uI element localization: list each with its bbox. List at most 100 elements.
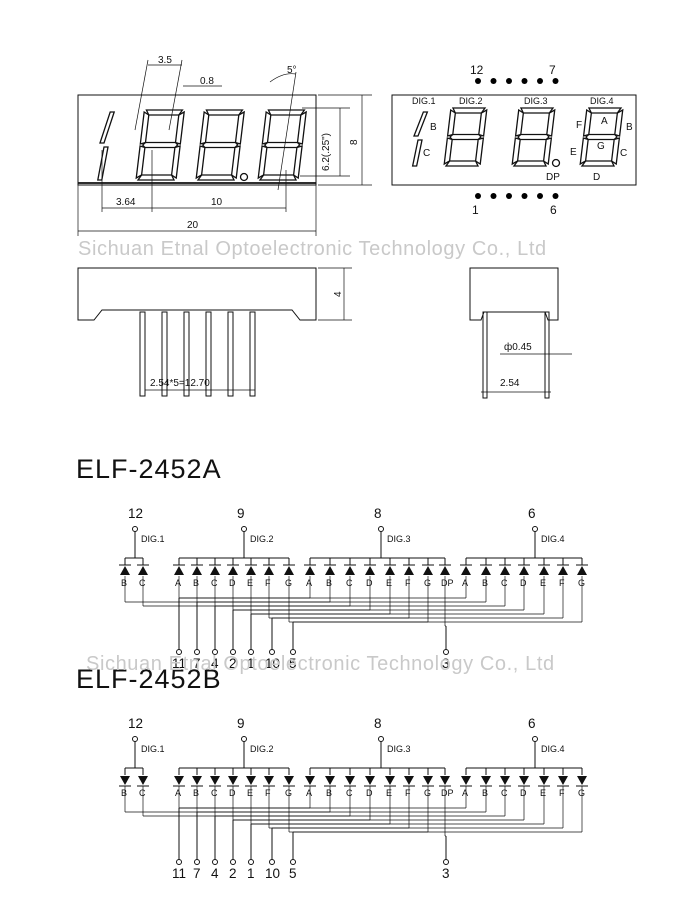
seg-label-f: F [576,120,582,131]
schematic-b-seg-label-14: F [405,788,411,798]
schematic-a-diode-9 [305,566,315,575]
seg-label-g: G [597,141,605,152]
schematic-a-diode-17 [461,566,471,575]
schematic-b-seg-label-20: D [520,788,527,798]
schematic-a-seg-label-0: B [121,578,127,588]
schematic-b-pin-node-0 [176,859,182,865]
schematic-a-common-pin-2: 9 [237,506,245,521]
pin-dot-bottom-5 [537,193,543,199]
pinout-digit-4-seg-c [610,137,621,166]
pinout-digit-2-seg-g [449,133,482,141]
schematic-a-pin-4: 1 [247,656,255,671]
schematic-b-common-node-2 [241,736,247,742]
pin-bottom-right: 6 [550,203,557,217]
schematic-a-dig-label-2: DIG.2 [250,534,274,544]
pinout-digit-4-seg-b [614,108,624,137]
schematic-a-pin-node-3 [230,649,236,655]
seg-label-d: D [593,172,600,183]
schematic-a-pin-3: 2 [229,656,237,671]
front-digit-3-seg-d [196,174,236,181]
schematic-b-seg-label-7: F [265,788,271,798]
pin-dot-top-3 [506,78,512,84]
schematic-b-common-pin-4: 6 [528,716,536,731]
pinout-view: 12 7 1 6 DIG.1 DIG.2 DIG.3 DIG.4 B C A B… [391,63,637,217]
schematic-a-diode-8 [284,566,294,575]
front-digit-3-seg-a [205,109,244,116]
schematic-b-diode-18 [481,776,491,785]
schematic-b-diode-23 [577,776,587,785]
pinout-digit-3-seg-b [546,108,556,137]
schematic-a-pin-5: 10 [265,656,280,671]
schematic-a-seg-label-16: DP [441,578,454,588]
schematic-b-seg-label-6: E [247,788,253,798]
schematic-b-common-node-3 [378,736,384,742]
pin-dig-4: DIG.4 [590,96,614,106]
schematic-a-pin-7: 3 [442,656,450,671]
schematic-a-diode-10 [325,566,335,575]
schematic-b-title: ELF-2452B [76,664,222,694]
schematic-b-diode-5 [228,776,238,785]
seg-label-c2: C [620,148,627,159]
pinout-digit-2-seg-c [474,137,485,166]
dim-span: 10 [211,197,223,208]
schematic-a-diode-21 [539,566,549,575]
dim-gap: 0.8 [200,76,214,87]
schematic-b-seg-label-18: B [482,788,488,798]
side-pin-5 [227,311,234,397]
schematic-a-diode-1 [138,566,148,575]
schematic-a-seg-label-6: E [247,578,253,588]
front-digit-4-seg-e [257,145,268,180]
schematic-b-pin-node-6 [290,859,296,865]
schematic-b-seg-label-5: D [229,788,236,798]
side-pins [139,311,256,397]
schematic-b-dig-label-3: DIG.3 [387,744,411,754]
schematic-b-seg-label-3: B [193,788,199,798]
schematic-b-seg-label-11: C [346,788,353,798]
schematic-a-diode-11 [345,566,355,575]
front-digits [97,109,307,182]
schematic-a-title: ELF-2452A [76,454,222,484]
front-digit-4-seg-d [258,174,298,181]
seg-label-b2: B [626,122,633,133]
schematic-b-dig-label-1: DIG.1 [141,744,165,754]
front-digit-2-seg-a [145,109,184,116]
schematic-a-seg-label-8: G [285,578,292,588]
pin-dot-bottom-3 [506,193,512,199]
pin-dot-top-5 [537,78,543,84]
schematic-a-common-node-3 [378,526,384,532]
seg-label-a: A [601,116,608,127]
pinout-digit-3-seg-g [517,133,550,141]
schematic-a-seg-label-9: A [306,578,312,588]
schematic-b-diode-1 [138,776,148,785]
front-digit-1-seg-c [97,146,109,181]
schematic-a-pin-node-6 [290,649,296,655]
schematic-b-diode-15 [423,776,433,785]
schematic-a-common-pin-3: 8 [374,506,382,521]
pin-dot-top-2 [490,78,497,84]
schematic-b-diode-16 [440,776,450,785]
seg-label-c: C [423,148,430,159]
end-pitch: 2.54 [500,378,520,389]
schematic-a-diode-15 [423,566,433,575]
pinout-digit-4-seg-g [585,133,618,141]
front-digit-2-seg-f [139,110,150,145]
schematic-b-pin-node-3 [230,859,236,865]
schematic-b-common-node-4 [532,736,538,742]
side-pin-1 [139,311,146,397]
front-digit-3-dp [239,172,249,182]
schematic-b-diode-22 [558,776,568,785]
schematic-b-pin-3: 2 [229,866,237,881]
schematic-a-pin-0: 11 [172,656,186,671]
side-pin-4 [205,311,212,397]
front-digit-2-seg-g [141,141,179,149]
schematic-b-common-pin-1: 12 [128,716,143,731]
schematic-a-common-node-2 [241,526,247,532]
dim-tilt: 5° [287,65,297,76]
watermark-top: Sichuan Etnal Optoelectronic Technology … [78,238,547,260]
front-digit-2-seg-d [136,174,176,181]
schematic-a-dig-label-1: DIG.1 [141,534,165,544]
schematic-b-seg-label-23: G [578,788,585,798]
